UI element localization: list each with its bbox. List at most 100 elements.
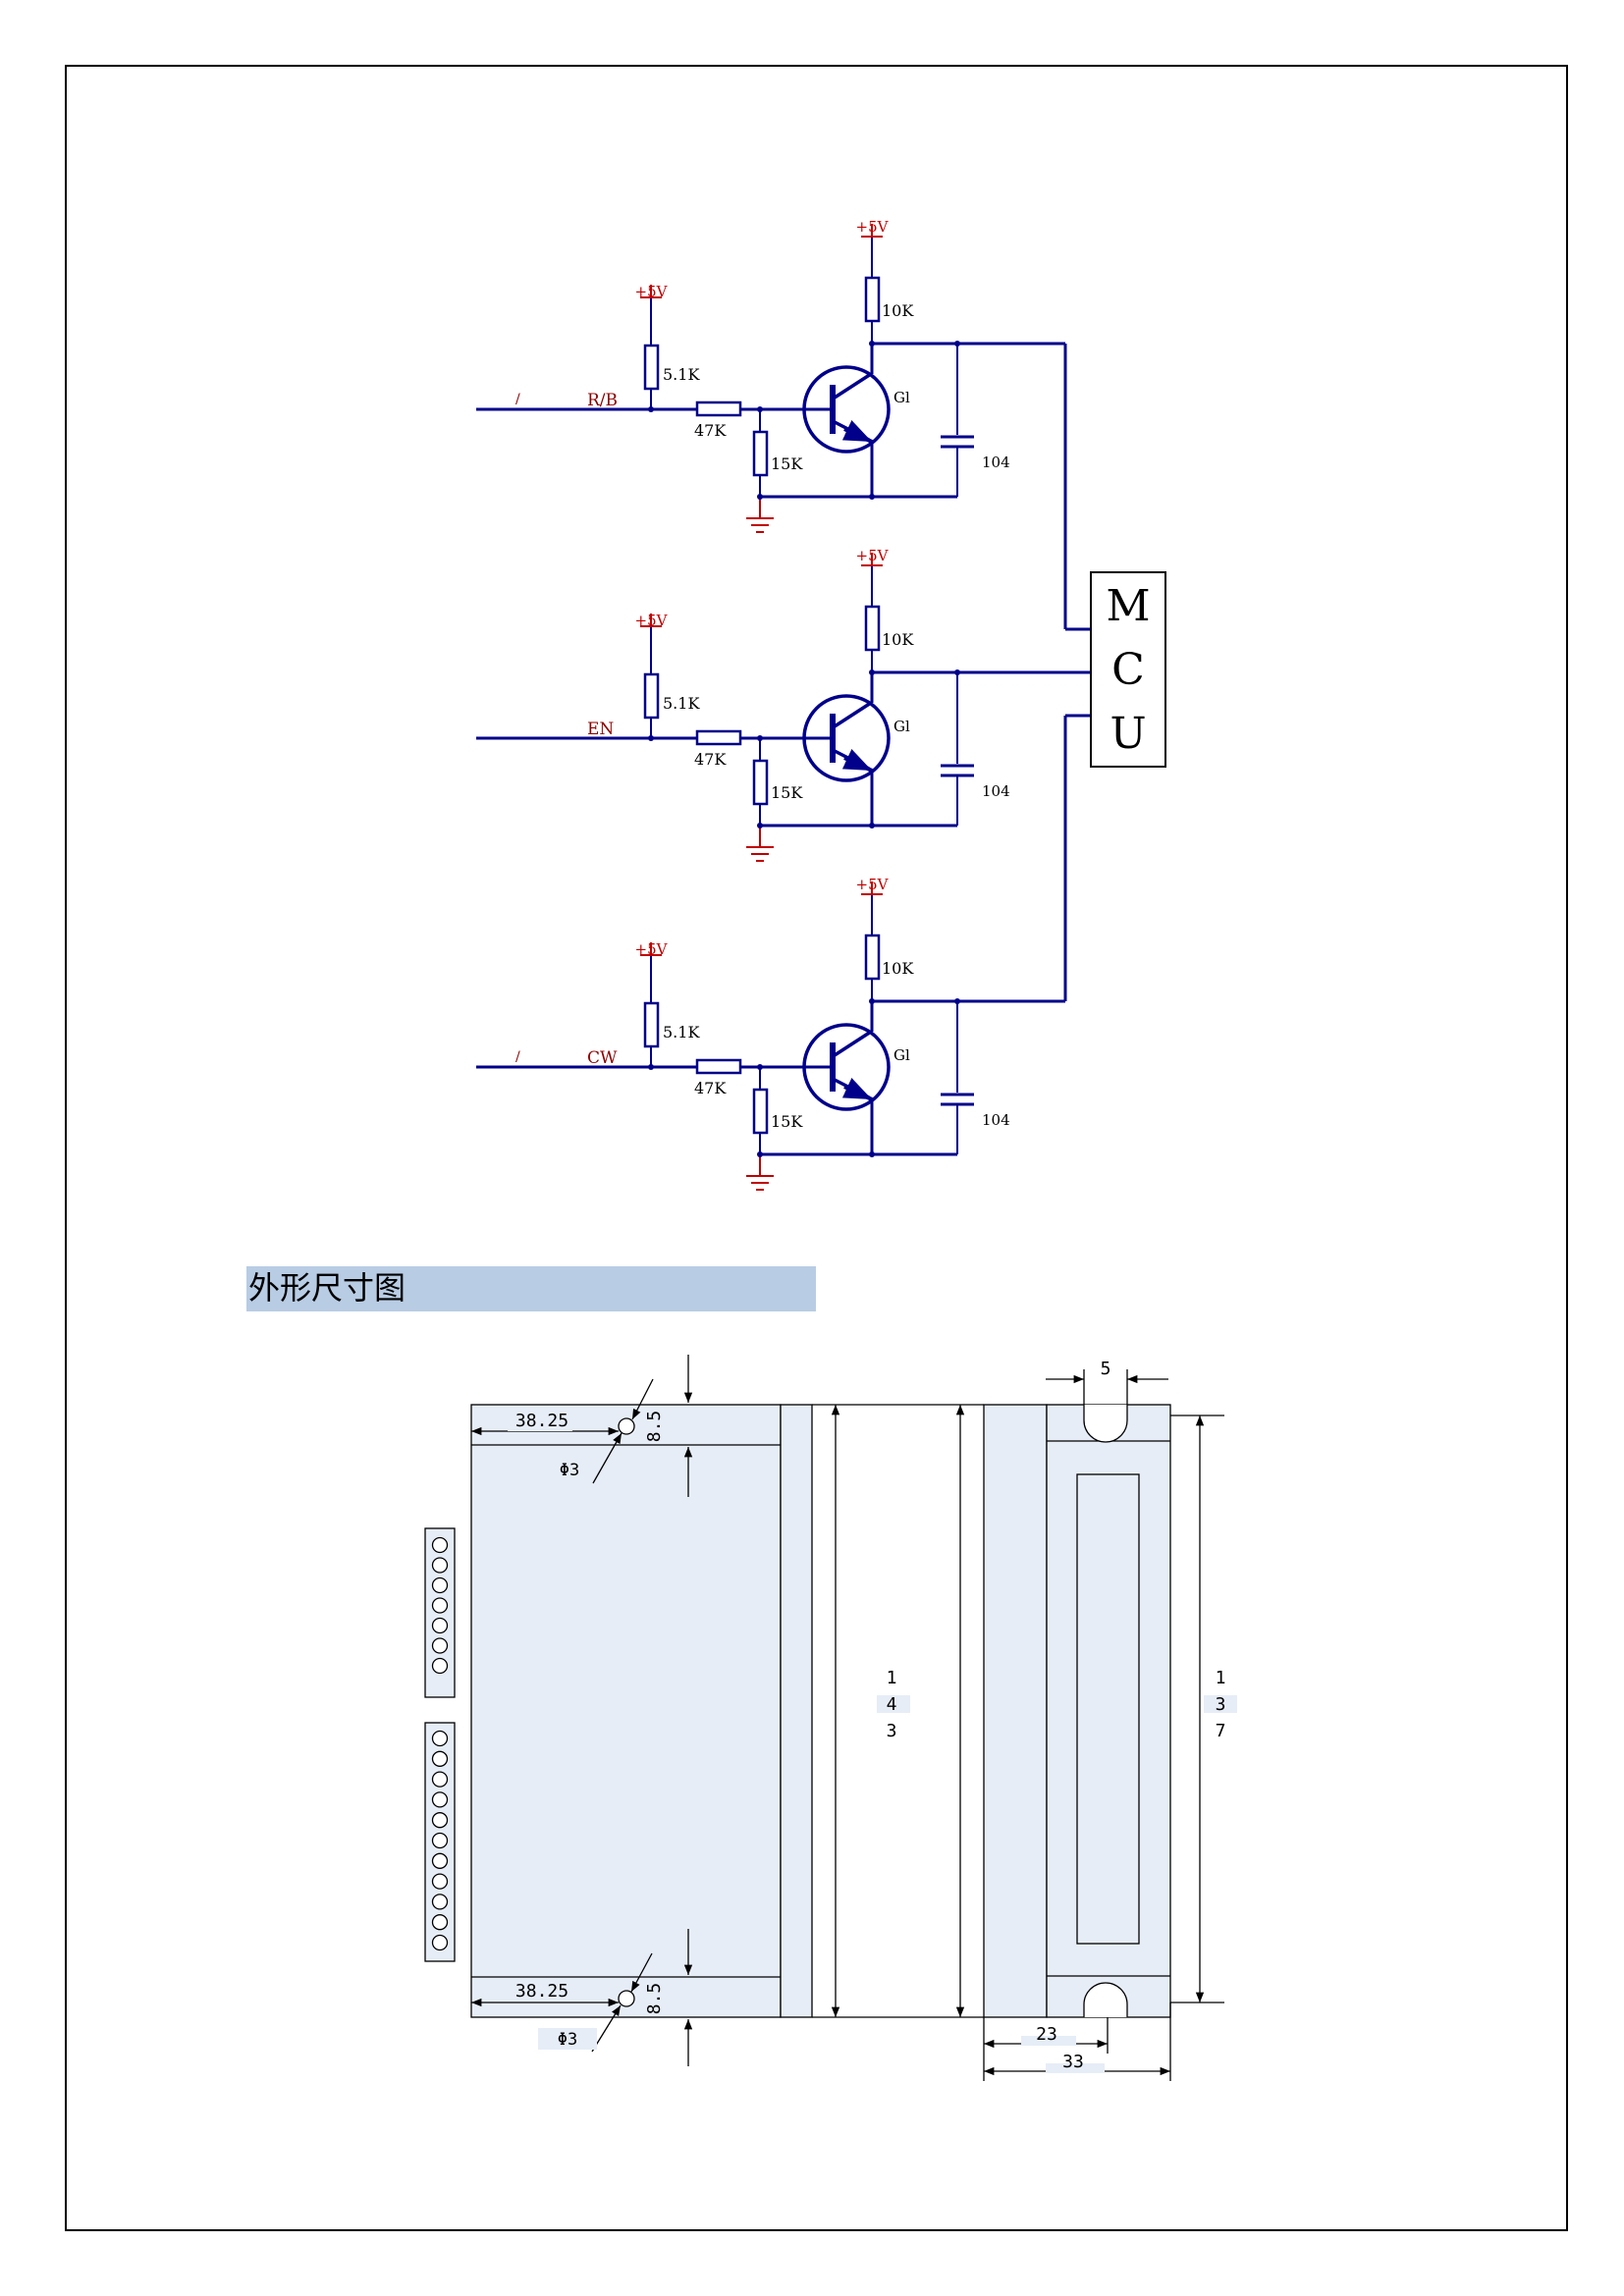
dim-hole-margin-bottom: 8.5 bbox=[644, 1983, 665, 2015]
pullup-value: 5.1K bbox=[663, 694, 700, 713]
side-window bbox=[1076, 1473, 1140, 1945]
dim-height-inner-3: 7 bbox=[1216, 1721, 1226, 1741]
dim-hole-dia-top: Φ3 bbox=[560, 1461, 579, 1480]
pulldown-value: 15K bbox=[771, 1112, 803, 1131]
terminal-pin bbox=[431, 1657, 449, 1675]
emitter-arrow bbox=[841, 749, 873, 773]
collector-supply-label: +5V bbox=[856, 547, 890, 564]
dim-hole-dia-bottom: Φ3 bbox=[558, 2030, 577, 2050]
input-mark: / bbox=[515, 392, 520, 407]
junction-dot bbox=[757, 494, 763, 500]
cap-value: 104 bbox=[982, 454, 1010, 471]
section-title-bar: 外形尺寸图 bbox=[246, 1266, 816, 1311]
input-label: EN bbox=[587, 720, 614, 739]
pullup-value: 5.1K bbox=[663, 365, 700, 384]
emitter-arrow bbox=[841, 420, 873, 444]
terminal-pin bbox=[431, 1576, 449, 1594]
collector-supply-label: +5V bbox=[856, 876, 890, 893]
mount-hole-bottom bbox=[618, 1990, 635, 2007]
junction-dot bbox=[757, 823, 763, 828]
stage-3: / CW +5V 5.1K 47K 15K Gl +5V 10K 104 bbox=[476, 876, 1065, 1191]
dim-hole-margin-top: 8.5 bbox=[644, 1411, 665, 1443]
terminal-pin bbox=[431, 1852, 449, 1869]
junction-dot bbox=[757, 1151, 763, 1157]
cap-value: 104 bbox=[982, 1111, 1010, 1129]
dim-depth-inner: 23 bbox=[1036, 2024, 1057, 2045]
transistor-label: Gl bbox=[893, 389, 910, 406]
input-mark: / bbox=[515, 1049, 520, 1065]
transistor-label: Gl bbox=[893, 1046, 910, 1064]
pulldown-resistor bbox=[752, 759, 769, 806]
collector-lead bbox=[834, 701, 872, 728]
series-value: 47K bbox=[694, 1079, 727, 1097]
transistor-label: Gl bbox=[893, 718, 910, 735]
input-label: CW bbox=[587, 1048, 618, 1068]
terminal-pin bbox=[431, 1730, 449, 1747]
terminal-pin bbox=[431, 1832, 449, 1849]
pulldown-resistor bbox=[752, 1088, 769, 1135]
pullup-supply-label: +5V bbox=[635, 283, 669, 300]
pullup-supply-label: +5V bbox=[635, 940, 669, 958]
terminal-pin bbox=[431, 1812, 449, 1829]
section-title: 外形尺寸图 bbox=[248, 1269, 406, 1307]
pullup-resistor bbox=[643, 672, 660, 720]
terminal-pin bbox=[431, 1617, 449, 1634]
junction-dot bbox=[648, 406, 654, 412]
terminal-pin bbox=[431, 1914, 449, 1931]
series-resistor bbox=[695, 729, 742, 746]
top-slot bbox=[1083, 1405, 1128, 1443]
side-panel bbox=[983, 1404, 1048, 2018]
terminal-pin bbox=[431, 1750, 449, 1767]
pullup-value: 5.1K bbox=[663, 1023, 700, 1041]
terminal-pin bbox=[431, 1791, 449, 1808]
collector-supply-label: +5V bbox=[856, 218, 890, 236]
input-label: R/B bbox=[587, 391, 618, 410]
mcu-letter-m: M bbox=[1106, 581, 1150, 631]
terminal-pin bbox=[431, 1873, 449, 1890]
mcu-routing bbox=[1063, 344, 1091, 1001]
terminal-pin bbox=[431, 1597, 449, 1614]
collector-lead bbox=[834, 1030, 872, 1057]
pullup-supply-label: +5V bbox=[635, 612, 669, 629]
schematic: /R/B+5V5.1K47K15KGl+5V10K104EN+5V5.1K47K… bbox=[476, 218, 1091, 1191]
terminal-pin bbox=[431, 1934, 449, 1951]
terminal-pin bbox=[431, 1771, 449, 1788]
bottom-slot bbox=[1083, 1982, 1128, 2017]
pullup-resistor bbox=[643, 1001, 660, 1048]
dim-height-outer-1: 1 bbox=[887, 1668, 897, 1688]
terminal-pin bbox=[431, 1894, 449, 1910]
collector-resistor bbox=[864, 934, 881, 981]
collector-res-value: 10K bbox=[882, 630, 914, 649]
cap-value: 104 bbox=[982, 782, 1010, 800]
dim-height-inner-1: 1 bbox=[1216, 1668, 1226, 1688]
junction-dot bbox=[648, 735, 654, 741]
dim-slot-width: 5 bbox=[1101, 1359, 1111, 1379]
page-border bbox=[65, 65, 1568, 2231]
collector-res-value: 10K bbox=[882, 959, 914, 978]
terminal-pin bbox=[431, 1536, 449, 1554]
terminal-pin bbox=[431, 1557, 449, 1574]
mcu-letter-c: C bbox=[1111, 645, 1145, 695]
mcu-block: M C U bbox=[1090, 571, 1166, 768]
series-value: 47K bbox=[694, 750, 727, 769]
mount-hole-top bbox=[618, 1417, 635, 1435]
dim-hole-offset-top: 38.25 bbox=[515, 1411, 568, 1431]
dim-depth-outer: 33 bbox=[1062, 2052, 1084, 2072]
junction-dot bbox=[869, 823, 875, 828]
emitter-arrow bbox=[841, 1078, 873, 1101]
pullup-resistor bbox=[643, 344, 660, 391]
collector-lead bbox=[834, 372, 872, 400]
junction-dot bbox=[869, 494, 875, 500]
pulldown-resistor bbox=[752, 430, 769, 477]
mcu-letter-u: U bbox=[1110, 709, 1146, 759]
series-value: 47K bbox=[694, 421, 727, 440]
dim-height-inner-2: 3 bbox=[1216, 1694, 1226, 1715]
collector-resistor bbox=[864, 605, 881, 652]
pulldown-value: 15K bbox=[771, 783, 803, 802]
junction-dot bbox=[869, 1151, 875, 1157]
dimension-labels: 38.25 38.25 8.5 8.5 Φ3 Φ3 1 4 3 1 3 7 5 … bbox=[508, 1359, 1237, 2073]
heatsink-strip bbox=[780, 1404, 813, 2018]
terminal-pin bbox=[431, 1637, 449, 1654]
